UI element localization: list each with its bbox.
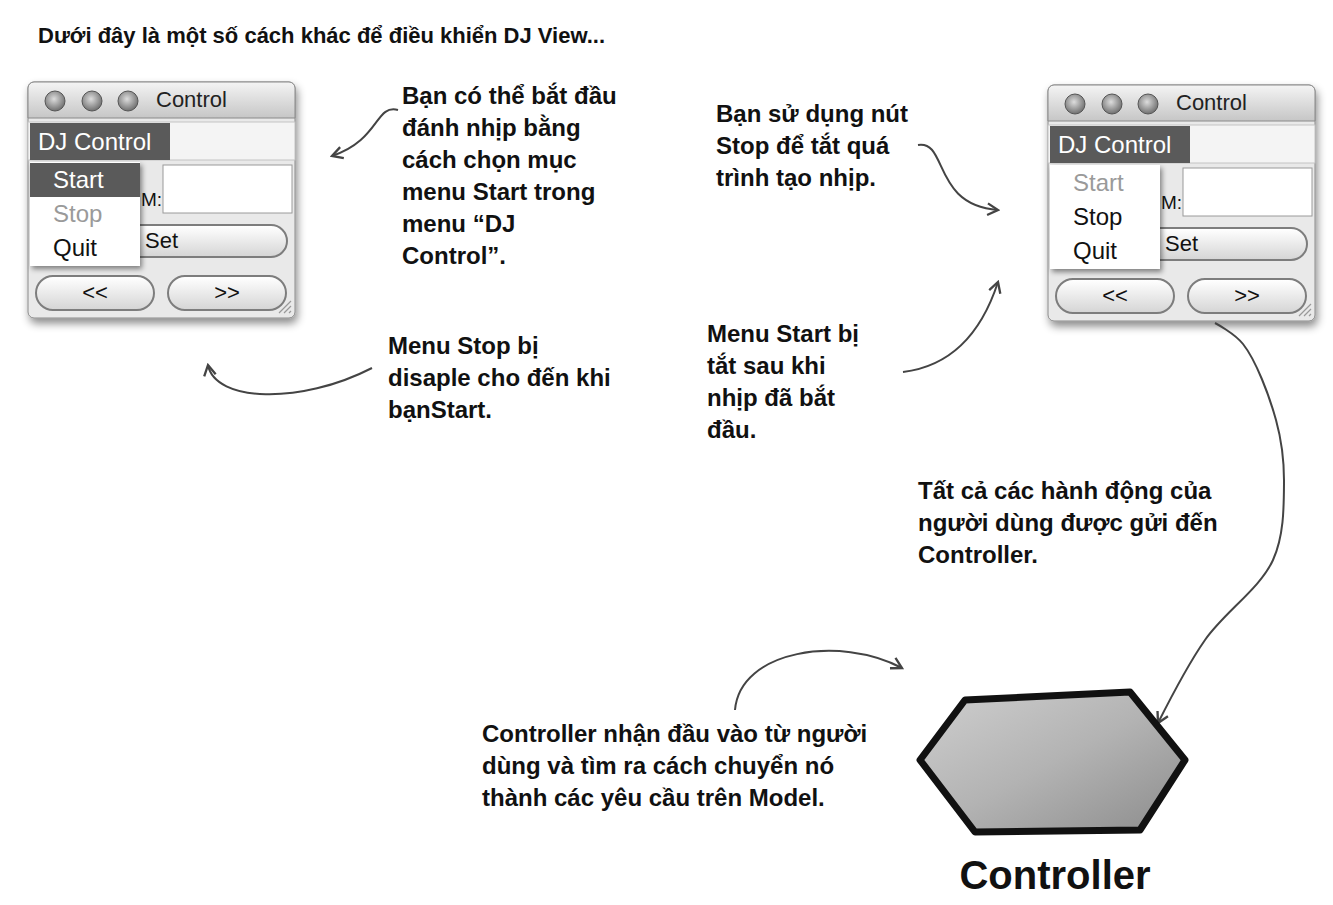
node-text: << bbox=[1057, 280, 1173, 312]
leader-arrow bbox=[735, 651, 902, 710]
page-title: Dưới đây là một số cách khác để điều khi… bbox=[38, 22, 605, 50]
leader-arrow bbox=[332, 109, 398, 156]
node-text: DJ Control bbox=[30, 123, 170, 160]
hexagon-outline bbox=[910, 685, 1200, 845]
node-text: Controller bbox=[910, 853, 1200, 897]
leader-arrow bbox=[208, 365, 372, 394]
menu-title: DJ Control bbox=[30, 123, 170, 160]
hexagon-shape bbox=[920, 692, 1185, 832]
field-label: M: bbox=[141, 188, 162, 212]
window-frame bbox=[1048, 85, 1315, 321]
connector-label: Tất cả các hành động của người dùng được… bbox=[916, 475, 1255, 571]
controller-hexagon: Controller bbox=[910, 685, 1200, 900]
callout-note: Menu Start bị tắt sau khi nhịp đã bắt đầ… bbox=[707, 318, 882, 446]
node-text: Stop bbox=[30, 197, 140, 231]
node-text: Control bbox=[1176, 88, 1247, 118]
node-text: Start bbox=[1050, 166, 1160, 200]
push-button: << bbox=[35, 275, 155, 311]
node-text: >> bbox=[169, 277, 285, 309]
node-text: Control bbox=[156, 85, 227, 115]
callout-note: Menu Stop bị disaple cho đến khi bạnStar… bbox=[388, 330, 613, 426]
callout-note: Bạn có thể bắt đầu đánh nhịp bằng cách c… bbox=[402, 80, 617, 272]
menu-title: DJ Control bbox=[1050, 126, 1190, 163]
node-text: Quit bbox=[30, 231, 140, 265]
push-button: << bbox=[1055, 278, 1175, 314]
leader-arrow bbox=[903, 282, 998, 372]
push-button: >> bbox=[167, 275, 287, 311]
dropdown-menu: StartStopQuit bbox=[30, 162, 140, 266]
node-text: Quit bbox=[1050, 234, 1160, 268]
node-text: DJ Control bbox=[1050, 126, 1190, 163]
leader-arrow bbox=[918, 145, 998, 210]
node-text: >> bbox=[1189, 280, 1305, 312]
dropdown-menu: StartStopQuit bbox=[1050, 165, 1160, 269]
leader-lines bbox=[208, 109, 998, 710]
node-text: Start bbox=[30, 163, 140, 197]
node-text: << bbox=[37, 277, 153, 309]
node-text: Stop bbox=[1050, 200, 1160, 234]
field-label: M: bbox=[1161, 191, 1182, 215]
window-frame bbox=[28, 82, 295, 318]
push-button: >> bbox=[1187, 278, 1307, 314]
callout-note: Bạn sử dụng nút Stop để tắt quá trình tạ… bbox=[716, 98, 911, 194]
callout-note: Controller nhận đầu vào từ người dùng và… bbox=[482, 718, 882, 814]
